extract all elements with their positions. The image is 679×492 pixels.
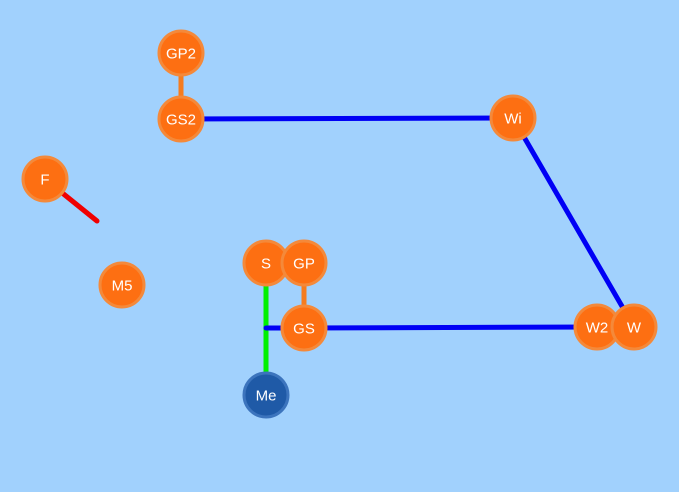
- node-label: GP: [293, 256, 315, 273]
- node-label: S: [261, 256, 271, 273]
- node-gp2[interactable]: GP2: [157, 29, 205, 77]
- node-gs[interactable]: GS: [280, 304, 328, 352]
- node-circle: [280, 304, 328, 352]
- node-w2[interactable]: W2: [573, 303, 621, 351]
- node-label: Wi: [504, 111, 522, 128]
- node-label: GS2: [166, 112, 196, 129]
- node-circle: [21, 155, 69, 203]
- node-circle: [157, 95, 205, 143]
- node-m5[interactable]: M5: [98, 261, 146, 309]
- node-label: Me: [256, 388, 277, 405]
- node-label: W: [627, 320, 642, 337]
- edge-Wi-W: [510, 115, 637, 330]
- node-circle: [242, 371, 290, 419]
- node-f[interactable]: F: [21, 155, 69, 203]
- node-s[interactable]: S: [242, 239, 290, 287]
- node-label: GP2: [166, 46, 196, 63]
- edge-GS2-Wi: [178, 115, 516, 122]
- node-circle: [280, 239, 328, 287]
- node-label: GS: [293, 321, 315, 338]
- node-gs2[interactable]: GS2: [157, 95, 205, 143]
- node-label: M5: [112, 278, 133, 295]
- node-circle: [610, 303, 658, 351]
- node-w[interactable]: W: [610, 303, 658, 351]
- node-me[interactable]: Me: [242, 371, 290, 419]
- node-gp[interactable]: GP: [280, 239, 328, 287]
- node-wi[interactable]: Wi: [489, 94, 537, 142]
- node-label: F: [40, 172, 49, 189]
- node-label: W2: [586, 320, 609, 337]
- node-circle: [98, 261, 146, 309]
- node-circle: [489, 94, 537, 142]
- node-circle: [157, 29, 205, 77]
- edges-layer: [42, 50, 637, 378]
- edge-GS-W2: [301, 324, 600, 331]
